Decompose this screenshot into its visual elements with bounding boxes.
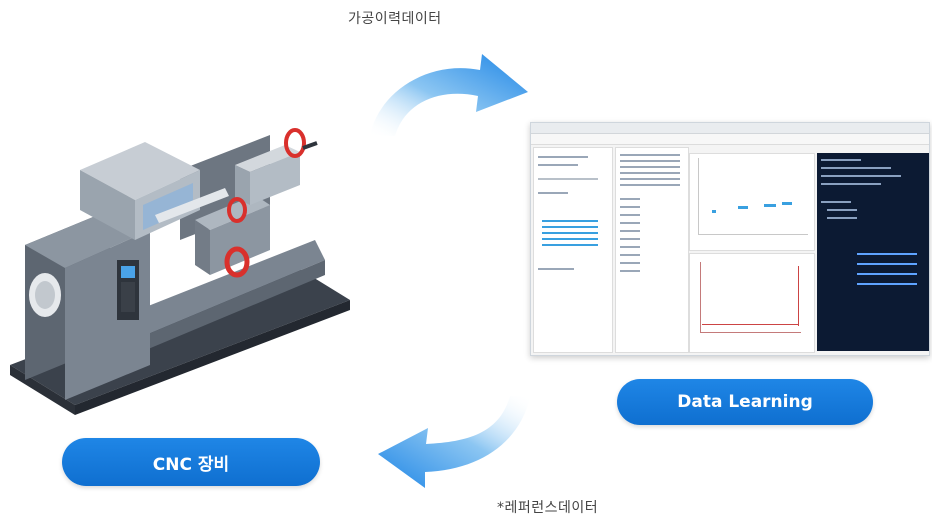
cnc-lathe-illustration	[10, 128, 350, 415]
line-plot	[689, 253, 815, 353]
console-output	[817, 153, 929, 351]
data-list-panel	[615, 147, 689, 353]
settings-panel	[533, 147, 613, 353]
cycle-arrow-icon	[370, 54, 528, 136]
scatter-plot	[689, 153, 815, 251]
bottom-caption: *레퍼런스데이터	[497, 500, 599, 516]
top-caption: 가공이력데이터	[348, 11, 442, 27]
cnc-equipment-label: CNC 장비	[62, 438, 320, 486]
data-learning-label: Data Learning	[617, 379, 873, 425]
cycle-arrow-icon	[378, 396, 530, 488]
software-screenshot	[530, 122, 930, 356]
